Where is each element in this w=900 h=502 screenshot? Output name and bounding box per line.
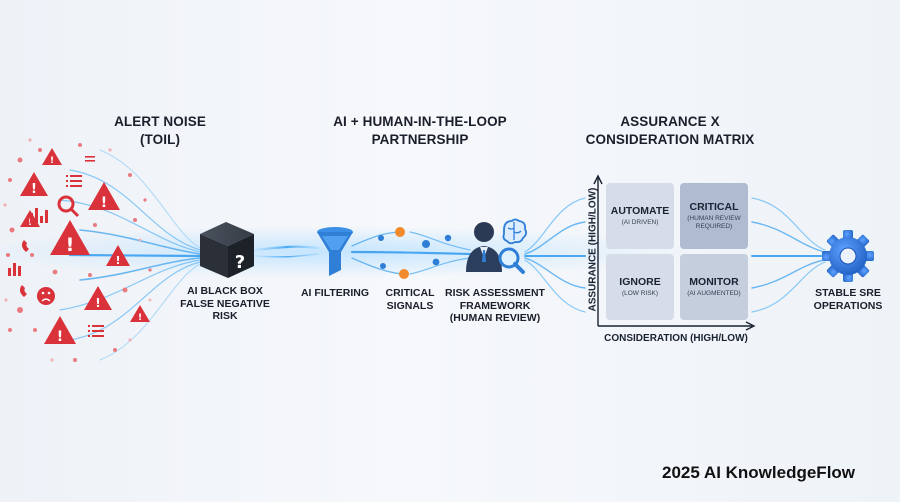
section-title-alert-noise: ALERT NOISE (TOIL) (114, 114, 206, 147)
svg-text:!: ! (57, 329, 63, 345)
label-critical-signals: CRITICAL SIGNALS (385, 287, 435, 312)
svg-text:!: ! (115, 254, 120, 267)
section-title-partnership: AI + HUMAN-IN-THE-LOOP PARTNERSHIP (333, 114, 507, 147)
label-risk-assessment: RISK ASSESSMENT FRAMEWORK (HUMAN REVIEW) (445, 287, 545, 324)
signal-nodes (378, 227, 452, 279)
noise-dots (6, 143, 152, 362)
user-icon (466, 222, 502, 272)
label-black-box: AI BLACK BOX FALSE NEGATIVE RISK (180, 285, 270, 322)
brain-icon (502, 218, 528, 245)
matrix-in-streams (524, 197, 586, 313)
section-title-matrix: ASSURANCE X CONSIDERATION MATRIX (585, 114, 755, 147)
svg-text:!: ! (50, 156, 54, 166)
matrix-x-axis-label: CONSIDERATION (HIGH/LOW) (604, 333, 748, 344)
svg-text:!: ! (138, 313, 142, 323)
bar-chart-icon (8, 208, 48, 276)
phone-icon (19, 240, 29, 297)
gear-icon (822, 230, 874, 282)
svg-text:!: ! (101, 195, 107, 211)
label-stable-ops: STABLE SRE OPERATIONS (813, 287, 883, 312)
cube-glyph: ? (235, 252, 245, 273)
matrix-cell-monitor: MONITOR (AI AUGMENTED) (680, 254, 748, 320)
svg-text:!: ! (95, 296, 100, 310)
sad-face-icon (37, 287, 55, 305)
warning-icon (20, 148, 150, 344)
matrix-cell-critical: CRITICAL (HUMAN REVIEW REQUIRED) (680, 183, 748, 249)
list-icon (66, 156, 104, 337)
matrix-out-streams (751, 197, 826, 313)
matrix-y-axis-label: ASSURANCE (HIGH/LOW) (587, 187, 599, 312)
matrix-cell-automate: AUTOMATE (AI DRIVEN) (606, 183, 674, 249)
label-ai-filtering: AI FILTERING (300, 287, 370, 299)
alert-cloud: ! ! ! ! ! ! ! ! ! (3, 138, 152, 362)
svg-text:!: ! (31, 182, 37, 197)
magnifier-icon (498, 247, 525, 274)
svg-text:!: ! (66, 234, 75, 256)
funnel-icon (317, 227, 353, 276)
magnifier-icon (57, 195, 80, 218)
brand-watermark: 2025 AI KnowledgeFlow (662, 463, 856, 482)
matrix-cell-ignore: IGNORE (LOW RISK) (606, 254, 674, 320)
noise-dots-light (3, 138, 152, 362)
matrix-axes (593, 174, 756, 331)
cube-icon: ? (200, 222, 254, 278)
